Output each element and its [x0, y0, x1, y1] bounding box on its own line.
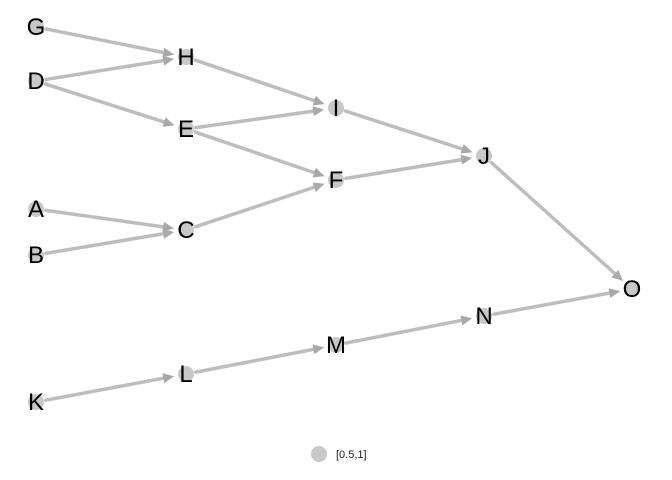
node-label: N: [475, 303, 492, 330]
node-k: K: [28, 389, 44, 416]
node-label: D: [27, 68, 44, 95]
arrowhead-d-h: [162, 55, 175, 66]
node-dot: [624, 281, 640, 297]
node-dot: [328, 100, 344, 116]
node-label: E: [178, 116, 194, 143]
node-label: K: [28, 389, 44, 416]
edge-f-j: [344, 157, 466, 181]
edge-m-n: [344, 318, 466, 345]
arrowhead-j-o: [611, 269, 624, 281]
edge-g-h: [44, 27, 168, 55]
edge-e-i: [194, 109, 317, 130]
edge-k-l: [44, 376, 168, 402]
nodes-layer: G H D I E J F A C B O N M L K: [27, 14, 642, 416]
node-dot: [476, 308, 492, 324]
edge-n-o: [492, 291, 614, 316]
arrowhead-n-o: [608, 288, 621, 299]
node-d: D: [27, 68, 44, 95]
node-dot: [328, 337, 344, 353]
arrowhead-e-f: [312, 167, 325, 178]
edge-j-o: [489, 160, 619, 277]
node-dot: [476, 148, 492, 164]
edge-i-j: [343, 109, 466, 152]
node-e: E: [178, 116, 194, 143]
node-m: M: [326, 332, 346, 359]
edge-h-i: [193, 58, 318, 103]
node-label: H: [177, 44, 194, 71]
arrowhead-a-c: [162, 221, 175, 232]
edge-b-c: [44, 231, 168, 256]
node-dot: [28, 201, 44, 217]
edge-d-h: [44, 58, 168, 82]
node-dot: [178, 49, 194, 65]
node-dot: [178, 121, 194, 137]
arrowhead-k-l: [162, 373, 175, 384]
node-label: G: [27, 14, 46, 41]
edge-d-e: [43, 82, 168, 125]
node-f: F: [328, 167, 344, 194]
edge-c-f: [193, 184, 318, 229]
node-label: C: [177, 217, 194, 244]
node-dot: [178, 366, 194, 382]
edge-l-m: [194, 347, 318, 374]
arrowhead-g-h: [162, 47, 175, 58]
arrowhead-f-j: [460, 154, 473, 165]
edge-a-c: [44, 208, 167, 229]
node-dot: [328, 172, 344, 188]
arrowhead-b-c: [162, 228, 175, 239]
node-i: I: [328, 95, 344, 122]
legend-label: [0.5,1]: [336, 449, 367, 461]
legend-dot: [311, 446, 327, 462]
arrowhead-h-i: [312, 95, 325, 106]
node-l: L: [178, 361, 194, 388]
node-label: F: [329, 167, 344, 194]
node-a: A: [28, 196, 44, 223]
node-label: A: [28, 196, 44, 223]
arrowhead-l-m: [312, 344, 325, 355]
arrowhead-i-j: [460, 144, 473, 154]
node-dot: [28, 19, 44, 35]
node-label: M: [326, 332, 346, 359]
node-dot: [28, 394, 44, 410]
node-label: I: [333, 95, 340, 122]
arrowhead-c-f: [312, 182, 325, 193]
node-g: G: [27, 14, 46, 41]
node-dot: [178, 222, 194, 238]
node-label: J: [478, 143, 490, 170]
edge-e-f: [193, 130, 318, 175]
node-label: B: [28, 242, 44, 269]
node-label: O: [623, 276, 642, 303]
node-dot: [28, 247, 44, 263]
node-n: N: [475, 303, 492, 330]
arrowhead-m-n: [460, 315, 473, 326]
arrowhead-e-i: [312, 106, 325, 117]
arrowhead-d-e: [162, 117, 175, 127]
node-o: O: [623, 276, 642, 303]
node-j: J: [476, 143, 492, 170]
node-h: H: [177, 44, 194, 71]
node-c: C: [177, 217, 194, 244]
node-dot: [28, 73, 44, 89]
legend: [0.5,1]: [311, 446, 367, 462]
node-b: B: [28, 242, 44, 269]
edges-layer: [43, 27, 624, 402]
node-label: L: [179, 361, 192, 388]
